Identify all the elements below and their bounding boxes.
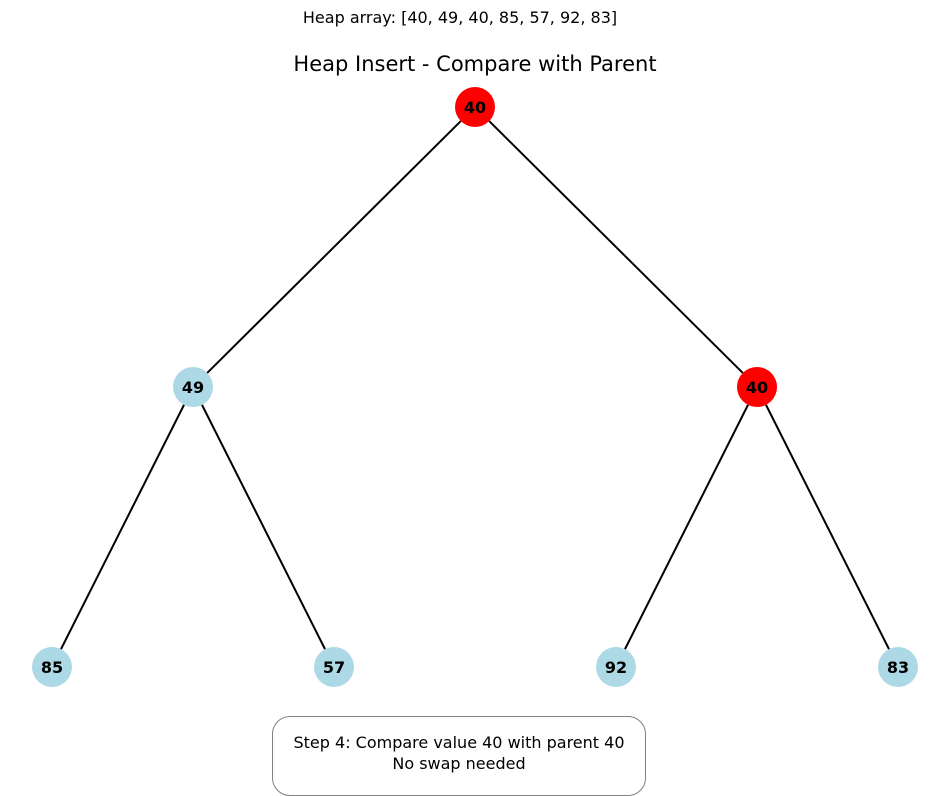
- diagram-title: Heap Insert - Compare with Parent: [293, 52, 657, 76]
- step-result: No swap needed: [392, 754, 526, 773]
- node-circle: [878, 647, 918, 687]
- tree-edge: [488, 120, 744, 374]
- heap-node: 40: [737, 367, 777, 407]
- node-value: 83: [887, 658, 909, 677]
- tree-edge: [765, 404, 890, 650]
- nodes-layer: 40 49 40 85 57 92 83: [32, 87, 918, 687]
- node-value: 92: [605, 658, 627, 677]
- node-value: 85: [41, 658, 63, 677]
- highlighted-node-circle: [737, 367, 777, 407]
- node-circle: [314, 647, 354, 687]
- node-value: 57: [323, 658, 345, 677]
- node-value: 40: [746, 378, 768, 397]
- heap-node: 57: [314, 647, 354, 687]
- step-info-box: Step 4: Compare value 40 with parent 40 …: [272, 716, 646, 796]
- heap-node: 83: [878, 647, 918, 687]
- tree-edge: [624, 404, 749, 650]
- tree-edge: [201, 404, 326, 650]
- node-circle: [596, 647, 636, 687]
- heap-node: 92: [596, 647, 636, 687]
- node-circle: [173, 367, 213, 407]
- step-description: Step 4: Compare value 40 with parent 40: [293, 733, 625, 752]
- heap-node: 49: [173, 367, 213, 407]
- edges-layer: [60, 120, 890, 650]
- node-value: 40: [464, 98, 486, 117]
- heap-node: 85: [32, 647, 72, 687]
- heap-node: 40: [455, 87, 495, 127]
- heap-array-text: Heap array: [40, 49, 40, 85, 57, 92, 83]: [302, 8, 618, 27]
- highlighted-node-circle: [455, 87, 495, 127]
- tree-edge: [60, 404, 185, 650]
- tree-edge: [206, 120, 462, 374]
- node-value: 49: [182, 378, 204, 397]
- node-circle: [32, 647, 72, 687]
